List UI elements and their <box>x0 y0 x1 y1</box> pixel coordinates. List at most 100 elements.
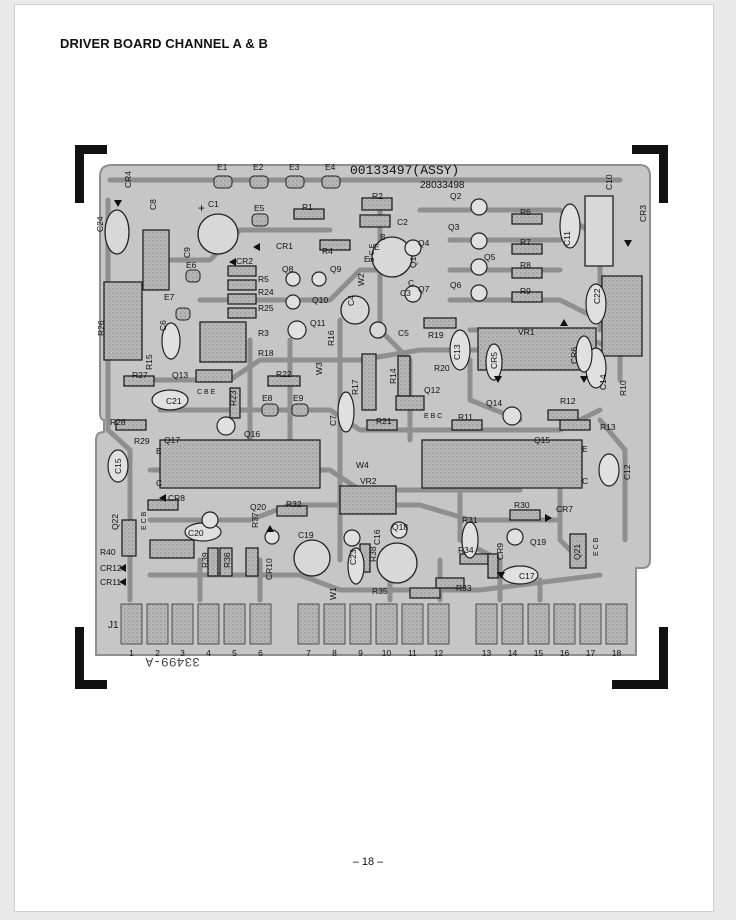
q4-label: Q4 <box>418 238 430 248</box>
r15-label: R15 <box>144 354 154 370</box>
cr6-label: CR6 <box>569 347 579 364</box>
c22-label: C22 <box>592 288 602 304</box>
cr11-label: CR11 <box>100 577 121 587</box>
polarity-mark: + <box>198 201 205 215</box>
connector-finger <box>146 603 169 645</box>
r29-label: R29 <box>134 436 150 446</box>
r5-label: R5 <box>258 274 269 284</box>
connector-pin-number: 9 <box>358 648 363 658</box>
cr2-label: CR2 <box>236 256 253 266</box>
q16-label: Q16 <box>244 429 260 439</box>
pad-e4-label: E4 <box>325 162 336 172</box>
q10-label: Q10 <box>312 295 328 305</box>
r24-label: R24 <box>258 287 274 297</box>
r11-label: R11 <box>458 412 473 422</box>
r28-label: R28 <box>110 417 126 427</box>
connector-pin-number: 12 <box>434 648 444 658</box>
q1-pin-labels: B C E <box>369 243 376 262</box>
c15-label: C15 <box>113 458 123 474</box>
connector-pin-number: 3 <box>180 648 185 658</box>
c21-label: C21 <box>166 396 182 406</box>
r10-label: R10 <box>618 380 628 396</box>
r33-label: R33 <box>456 583 472 593</box>
cr10-label: CR10 <box>264 558 274 580</box>
r30-label: R30 <box>514 500 530 510</box>
q18-label: Q18 <box>392 522 408 532</box>
c2-label: C2 <box>397 217 408 227</box>
r4-label: R4 <box>322 246 333 256</box>
r9-label: R9 <box>520 286 531 296</box>
q17c-label: C <box>156 478 162 488</box>
q12-label: Q12 <box>424 385 440 395</box>
w2-label: W2 <box>356 273 366 286</box>
pad-e9-label: E9 <box>293 393 304 403</box>
q1-label: Q1 <box>408 256 418 268</box>
pad-e1-label: E1 <box>217 162 228 172</box>
q1e-label: E <box>374 242 380 252</box>
connector-pin-number: 4 <box>206 648 211 658</box>
pad-e3-label: E3 <box>289 162 300 172</box>
r25-label: R25 <box>258 303 274 313</box>
connector-pin-number: 8 <box>332 648 337 658</box>
connector-pin-number: 5 <box>232 648 237 658</box>
r14-label: R14 <box>388 368 398 384</box>
q11-label: Q11 <box>310 318 326 328</box>
c6-label: C6 <box>158 320 168 331</box>
connector-pin-number: 10 <box>382 648 392 658</box>
connector-pin-number: 11 <box>408 648 417 658</box>
q6-label: Q6 <box>450 280 462 290</box>
r21-label: R21 <box>376 416 392 426</box>
q21-pin-labels: E C B <box>593 537 600 556</box>
r7-label: R7 <box>520 237 531 247</box>
c20-label: C20 <box>188 528 204 538</box>
connector-finger <box>401 603 424 645</box>
pad-e5-label: E5 <box>254 203 265 213</box>
connector-finger <box>375 603 398 645</box>
connector-finger <box>249 603 272 645</box>
q20-label: Q20 <box>250 502 266 512</box>
pad-e8-label: E8 <box>262 393 273 403</box>
connector-pin-number: 13 <box>482 648 492 658</box>
connector-finger <box>427 603 450 645</box>
r35-label: R35 <box>372 586 388 596</box>
r32-label: R32 <box>286 499 302 509</box>
pad-e6-label: E6 <box>186 260 197 270</box>
pad-e2-label: E2 <box>253 162 264 172</box>
q3-label: Q3 <box>448 222 460 232</box>
q12-pin-labels: E B C <box>424 413 442 420</box>
r22-label: R22 <box>276 369 292 379</box>
connector-pin-number: 18 <box>612 648 622 658</box>
cr4-label: CR4 <box>123 171 133 188</box>
c12-label: C12 <box>622 464 632 480</box>
r37-label: R37 <box>250 512 260 528</box>
c9-label: C9 <box>182 247 192 258</box>
c24-label: C24 <box>95 216 105 232</box>
w2e-label: E <box>364 254 370 264</box>
r36-label: R36 <box>222 552 232 568</box>
r18-label: R18 <box>258 348 274 358</box>
r39-label: R39 <box>200 552 210 568</box>
connector-pin-number: 15 <box>534 648 544 658</box>
r12-label: R12 <box>560 396 576 406</box>
cr8-label: CR8 <box>168 493 185 503</box>
w4-label: W4 <box>356 460 369 470</box>
c3-label: C3 <box>400 288 411 298</box>
q14-label: Q14 <box>486 398 502 408</box>
connector-pin-number: 2 <box>155 648 160 658</box>
q22-pin-labels: E C B <box>141 511 148 530</box>
connector-label: J1 <box>108 620 119 631</box>
c11-label: C11 <box>562 231 572 246</box>
r34-label: R34 <box>458 545 474 555</box>
q9-label: Q9 <box>330 264 342 274</box>
r3-label: R3 <box>258 328 269 338</box>
q1b-label: B <box>380 232 386 242</box>
q19-label: Q19 <box>530 537 546 547</box>
c23-label: C23 <box>348 549 358 565</box>
cr12-label: CR12 <box>100 563 122 573</box>
q15-label: Q15 <box>534 435 550 445</box>
q17-label: Q17 <box>164 435 180 445</box>
c17-label: C17 <box>519 571 535 581</box>
c13-label: C13 <box>452 344 462 360</box>
